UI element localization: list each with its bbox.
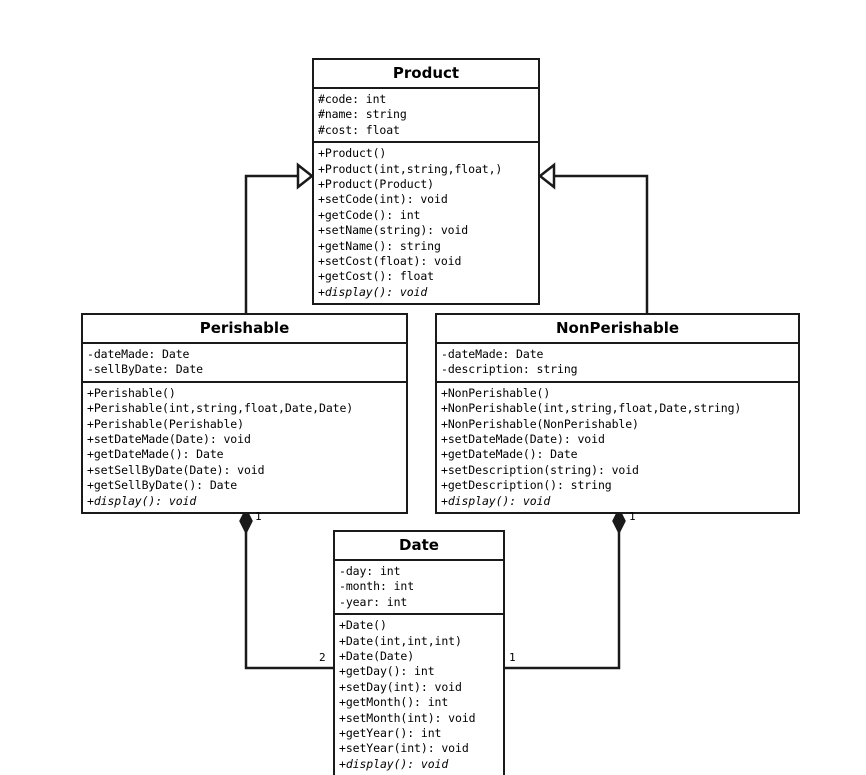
class-member: +getMonth(): int: [339, 695, 449, 710]
generalization-perishable-to-product: [244, 162, 315, 313]
multiplicity-nonperishable-end: 1: [629, 510, 636, 523]
class-member: +getDescription(): string: [441, 478, 612, 493]
class-member: -day: int: [339, 564, 401, 578]
class-member: +getYear(): int: [339, 726, 442, 741]
class-member: +setDescription(string): void: [441, 462, 639, 477]
multiplicity-date-right-end: 1: [509, 651, 516, 664]
class-member: +getName(): string: [318, 238, 441, 253]
class-member: +setDateMade(Date): void: [87, 432, 251, 447]
class-name-nonperishable: NonPerishable: [437, 315, 798, 344]
class-member: -year: int: [339, 594, 408, 609]
class-name-date: Date: [335, 532, 503, 561]
class-member: +Date(Date): [339, 649, 415, 664]
class-member: +Product(Product): [318, 177, 435, 192]
class-member: +NonPerishable(int,string,float,Date,str…: [441, 401, 742, 416]
class-member: +getDateMade(): Date: [87, 447, 224, 462]
class-member: +setCost(float): void: [318, 254, 462, 269]
class-box-perishable[interactable]: Perishable -dateMade: Date-sellByDate: D…: [81, 313, 408, 515]
class-member: +display(): void: [87, 493, 197, 508]
class-member: +setSellByDate(Date): void: [87, 462, 265, 477]
class-member: +getCode(): int: [318, 207, 421, 222]
composition-perishable-to-date: [239, 507, 333, 670]
class-member: +display(): void: [339, 756, 449, 771]
class-member: +setCode(int): void: [318, 192, 448, 207]
class-member: #cost: float: [318, 122, 400, 137]
class-member: +setDateMade(Date): void: [441, 432, 605, 447]
generalization-nonperishable-to-product: [537, 162, 649, 313]
class-member: +Product(int,string,float,): [318, 161, 503, 176]
class-member: #code: int: [318, 92, 387, 106]
class-member: +setMonth(int): void: [339, 710, 476, 725]
class-member: +Perishable(Perishable): [87, 416, 244, 431]
class-operations-date: +Date()+Date(int,int,int)+Date(Date)+get…: [335, 615, 503, 775]
class-member: -sellByDate: Date: [87, 362, 204, 377]
class-box-product[interactable]: Product #code: int#name: string#cost: fl…: [312, 58, 540, 306]
class-member: +Product(): [318, 146, 387, 161]
multiplicity-perishable-end: 1: [255, 510, 262, 523]
class-member: +Date(int,int,int): [339, 633, 462, 648]
multiplicity-date-left-end: 2: [319, 651, 326, 664]
class-member: +Date(): [339, 618, 387, 633]
class-member: +setYear(int): void: [339, 741, 469, 756]
class-attributes-perishable: -dateMade: Date-sellByDate: Date: [83, 344, 406, 383]
class-member: +NonPerishable(NonPerishable): [441, 416, 639, 431]
class-member: -dateMade: Date: [87, 347, 190, 361]
class-member: +setDay(int): void: [339, 679, 462, 694]
class-operations-nonperishable: +NonPerishable()+NonPerishable(int,strin…: [437, 383, 798, 512]
class-member: -description: string: [441, 362, 578, 377]
class-member: #name: string: [318, 107, 407, 122]
class-member: +getDay(): int: [339, 664, 435, 679]
class-member: +getDateMade(): Date: [441, 447, 578, 462]
class-attributes-nonperishable: -dateMade: Date-description: string: [437, 344, 798, 383]
class-name-product: Product: [314, 60, 538, 89]
class-member: +getCost(): float: [318, 269, 435, 284]
class-member: +setName(string): void: [318, 223, 469, 238]
hollow-triangle-arrowhead-left: [296, 162, 315, 190]
class-box-date[interactable]: Date -day: int-month: int-year: int +Dat…: [333, 530, 505, 775]
class-box-nonperishable[interactable]: NonPerishable -dateMade: Date-descriptio…: [435, 313, 800, 515]
composition-nonperishable-to-date: [505, 507, 626, 670]
class-member: +display(): void: [318, 284, 428, 299]
class-member: -month: int: [339, 579, 415, 594]
class-member: +display(): void: [441, 493, 551, 508]
class-name-perishable: Perishable: [83, 315, 406, 344]
hollow-triangle-arrowhead-right: [537, 162, 556, 190]
class-attributes-date: -day: int-month: int-year: int: [335, 561, 503, 616]
class-operations-product: +Product()+Product(int,string,float,)+Pr…: [314, 143, 538, 303]
class-attributes-product: #code: int#name: string#cost: float: [314, 89, 538, 144]
class-member: +NonPerishable(): [441, 385, 551, 400]
class-member: +Perishable(): [87, 385, 176, 400]
class-member: +getSellByDate(): Date: [87, 478, 238, 493]
class-member: -dateMade: Date: [441, 347, 544, 361]
class-operations-perishable: +Perishable()+Perishable(int,string,floa…: [83, 383, 406, 512]
class-member: +Perishable(int,string,float,Date,Date): [87, 401, 354, 416]
